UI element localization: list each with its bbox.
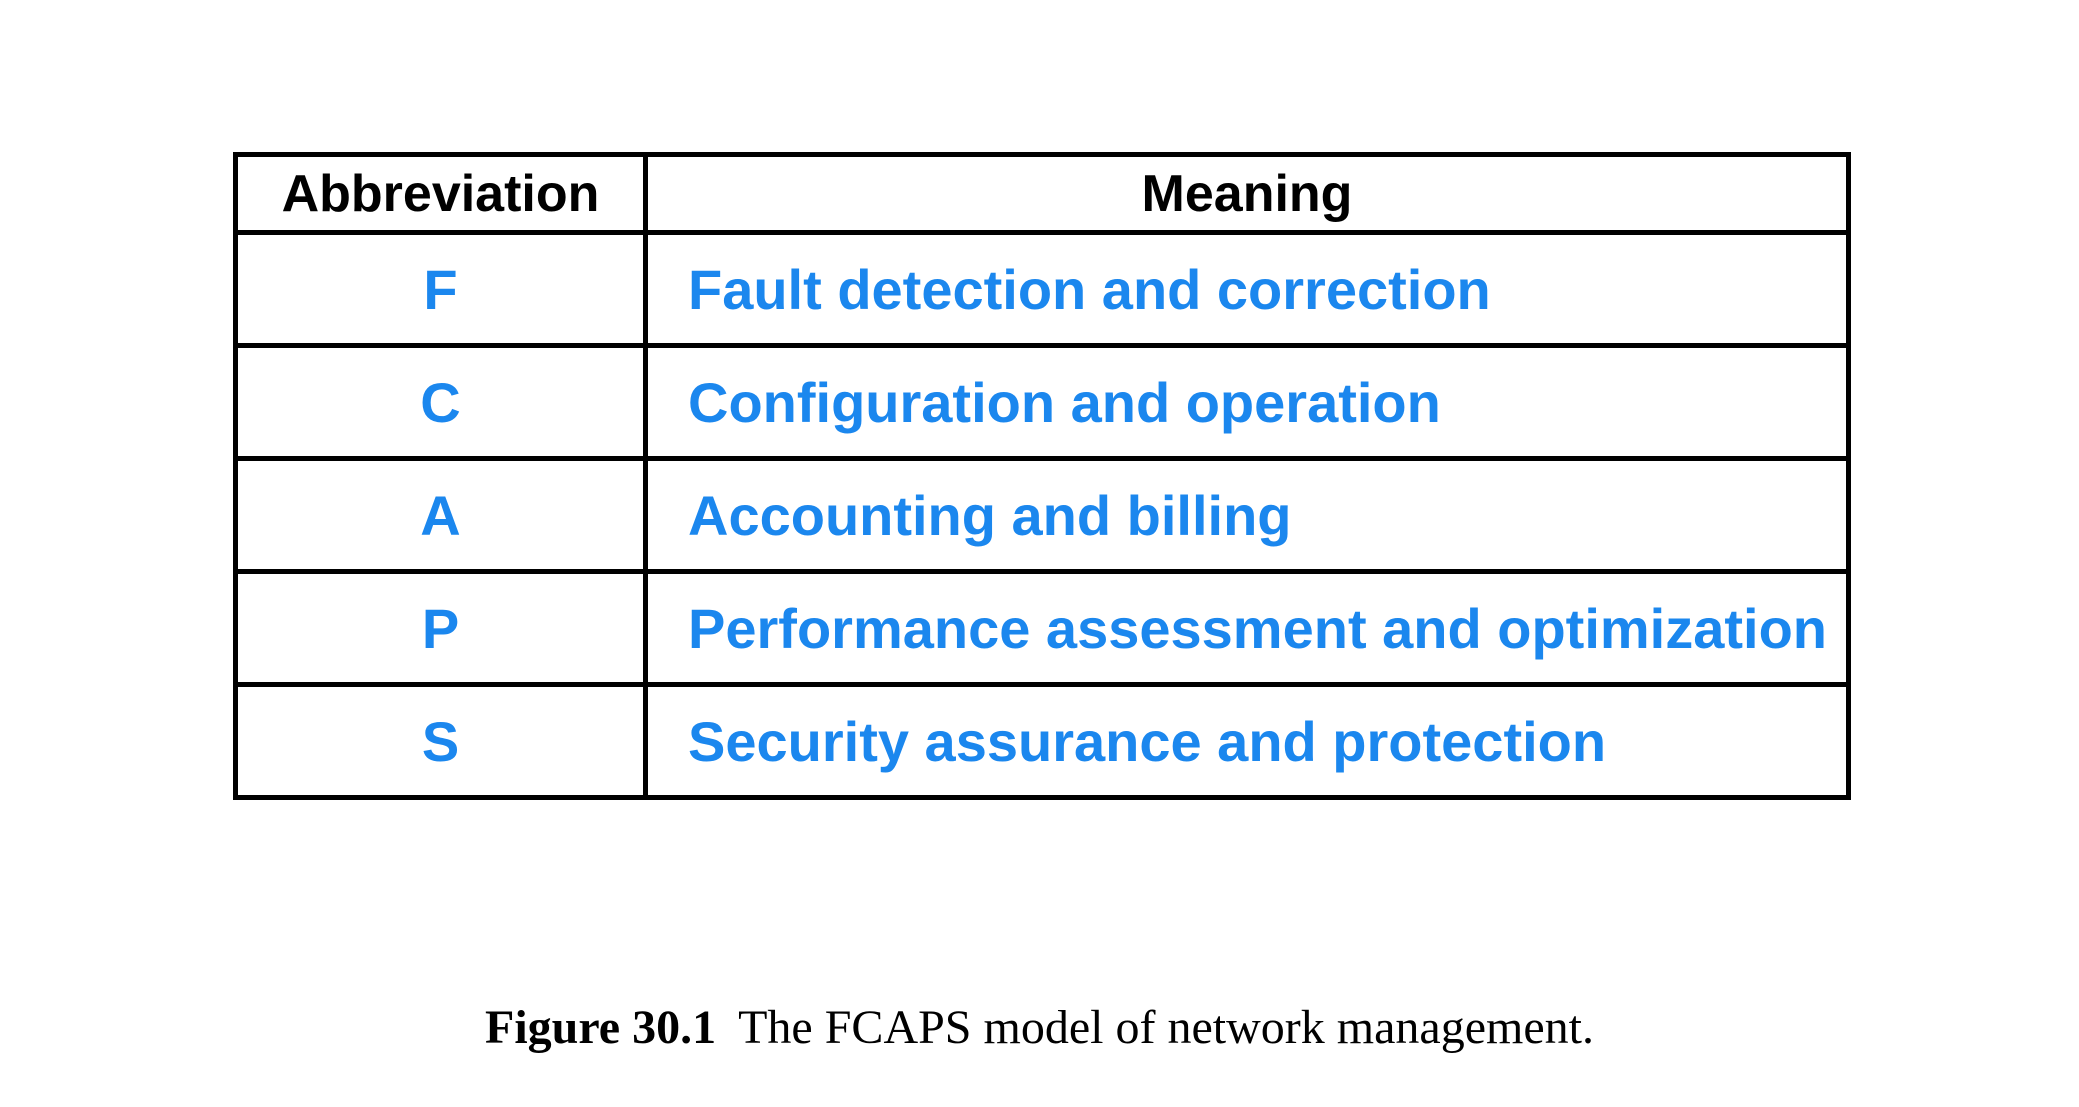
table-row: S Security assurance and protection: [233, 682, 1851, 800]
abbreviation-cell: F: [233, 230, 648, 348]
table-header-row: Abbreviation Meaning: [233, 152, 1851, 235]
figure-caption-text: The FCAPS model of network management.: [738, 1001, 1594, 1054]
abbreviation-cell: P: [233, 569, 648, 687]
table-row: C Configuration and operation: [233, 343, 1851, 461]
meaning-cell: Security assurance and protection: [643, 682, 1851, 800]
abbreviation-cell: C: [233, 343, 648, 461]
abbreviation-cell: A: [233, 456, 648, 574]
table-row: P Performance assessment and optimizatio…: [233, 569, 1851, 687]
meaning-cell: Accounting and billing: [643, 456, 1851, 574]
abbreviation-cell: S: [233, 682, 648, 800]
figure-caption-label: Figure 30.1: [485, 1001, 717, 1054]
figure-caption: Figure 30.1 The FCAPS model of network ma…: [0, 1000, 2079, 1055]
fcaps-table: Abbreviation Meaning F Fault detection a…: [233, 152, 1851, 800]
column-header-meaning: Meaning: [643, 152, 1851, 235]
meaning-cell: Performance assessment and optimization: [643, 569, 1851, 687]
meaning-cell: Fault detection and correction: [643, 230, 1851, 348]
column-header-abbreviation: Abbreviation: [233, 152, 648, 235]
table-row: A Accounting and billing: [233, 456, 1851, 574]
meaning-cell: Configuration and operation: [643, 343, 1851, 461]
table-row: F Fault detection and correction: [233, 230, 1851, 348]
